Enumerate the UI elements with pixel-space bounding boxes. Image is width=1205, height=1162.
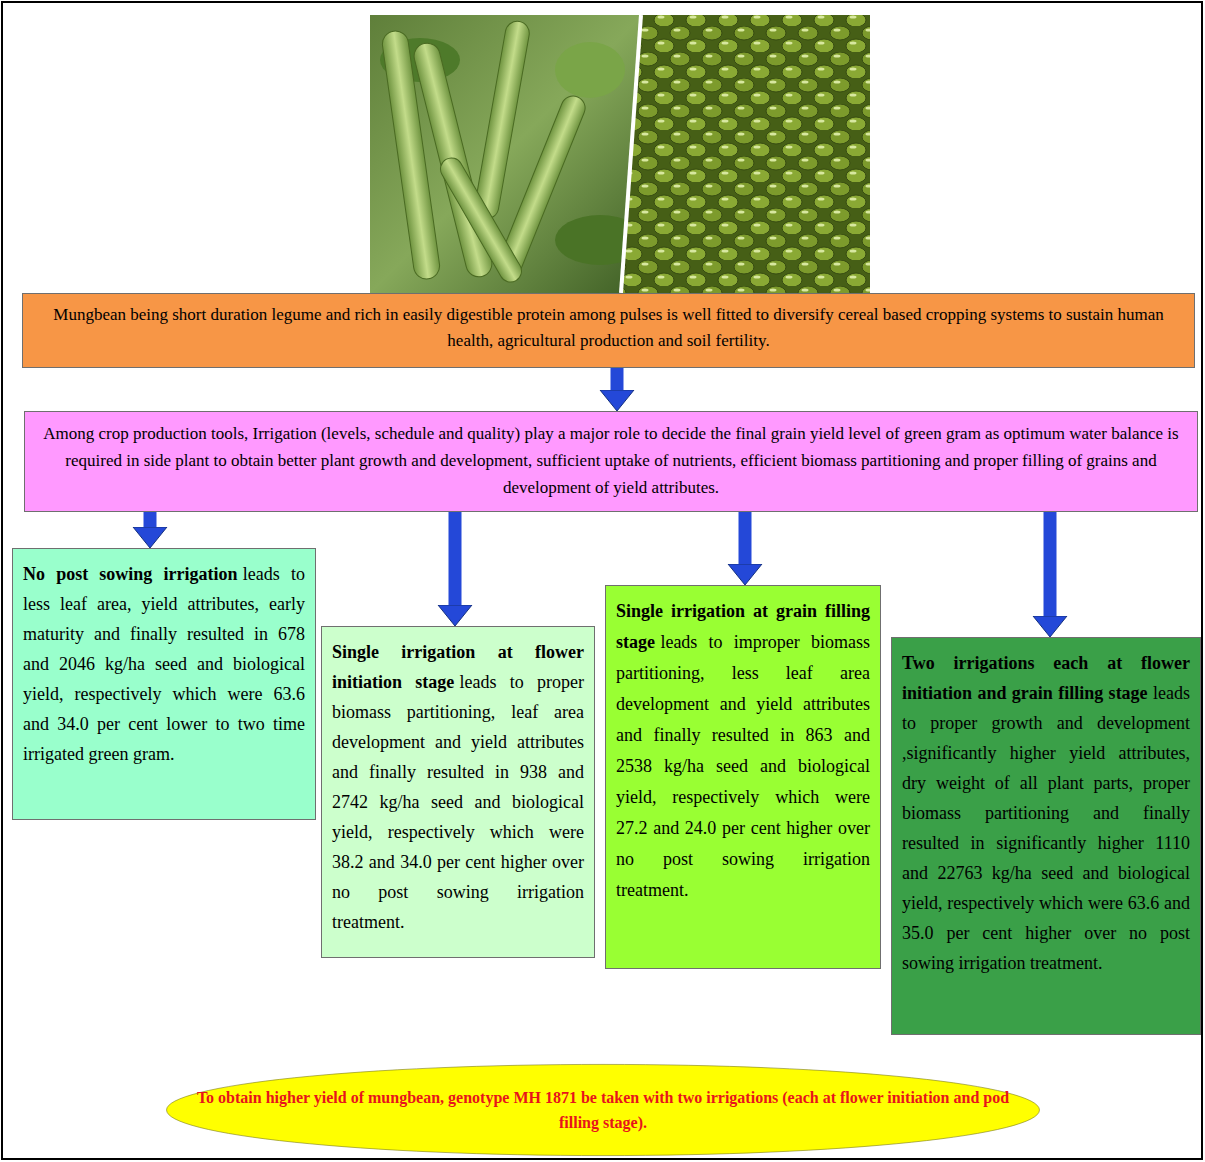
block-arrow [739,512,752,564]
block-arrow [1044,512,1057,616]
treatment-box: Single irrigation at flower initiation s… [321,626,595,958]
body-text: leads to improper biomass partitioning, … [616,632,870,900]
body-text: leads to proper growth and development ,… [902,683,1190,973]
pod [436,154,525,286]
leaf [555,42,625,98]
text-block: Mungbean being short duration legume and… [31,302,1186,354]
treatment-heading: No post sowing irrigation [23,564,237,584]
ellipse-outline [163,1063,1043,1157]
text-block: To obtain higher yield of mungbean, geno… [177,1085,1029,1135]
conclusion-ellipse: To obtain higher yield of mungbean, geno… [163,1063,1043,1157]
text-block: Among crop production tools, Irrigation … [33,420,1189,501]
body-text: Mungbean being short duration legume and… [53,305,1163,350]
text-block: Two irrigations each at flower initiatio… [902,648,1190,978]
text-block: No post sowing irrigationleads to less l… [23,559,305,769]
photo-divider [621,15,641,293]
mungbean-photo [370,15,870,293]
body-text: leads to less leaf area, yield attribute… [23,564,305,764]
treatment-box: No post sowing irrigationleads to less l… [12,548,316,820]
text-block: Single irrigation at grain filling stage… [616,596,870,906]
treatment-box: Single irrigation at grain filling stage… [605,585,881,969]
conclusion-text: To obtain higher yield of mungbean, geno… [197,1089,1009,1131]
intro-box: Mungbean being short duration legume and… [22,293,1195,368]
block-arrow [611,368,624,390]
seed-heap [620,15,870,293]
body-text: leads to proper biomass partitioning, le… [332,672,584,932]
block-arrow [449,512,462,605]
treatment-heading: Two irrigations each at flower initiatio… [902,653,1190,703]
pod [473,19,531,220]
treatment-box: Two irrigations each at flower initiatio… [891,637,1201,1035]
ellipse-shape [167,1064,1040,1155]
context-box: Among crop production tools, Irrigation … [24,411,1198,512]
body-text: Among crop production tools, Irrigation … [43,424,1178,497]
block-arrow [144,512,157,527]
text-block: Single irrigation at flower initiation s… [332,637,584,937]
